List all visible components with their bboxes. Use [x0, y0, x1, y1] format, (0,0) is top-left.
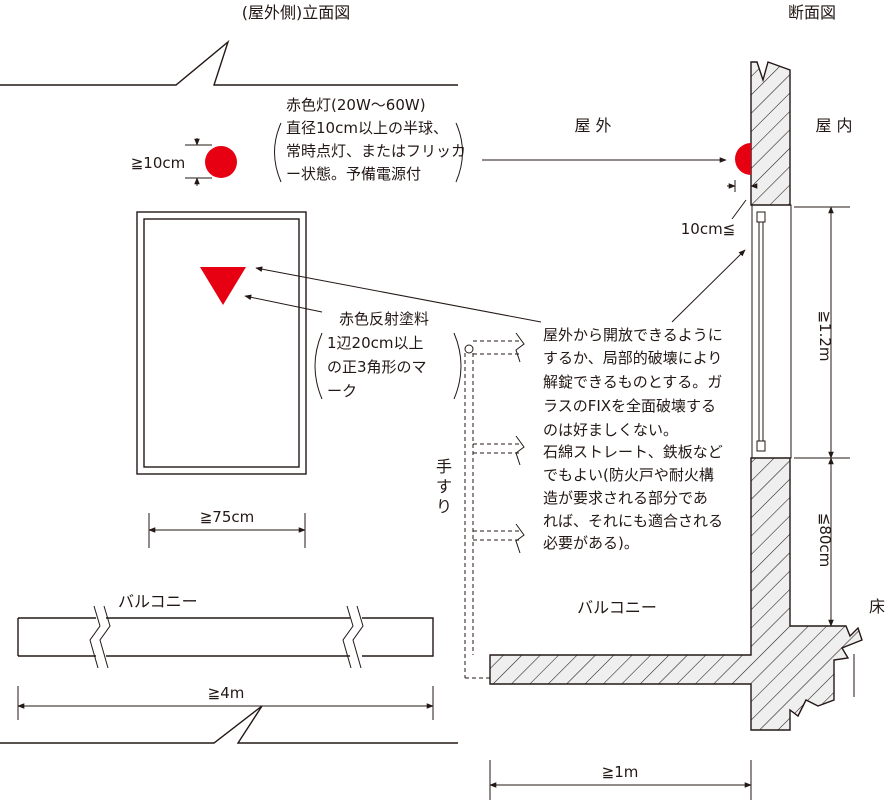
- floor-break-line: [0, 705, 458, 744]
- opening-note-line-2: するか、局部的破壊により: [543, 349, 722, 367]
- lamp-projection-label: 10cm≦: [681, 220, 736, 238]
- lamp-note-line-3: 常時点灯、またはフリッカ: [286, 142, 466, 160]
- marker-note-line-3: の正3角形のマ: [327, 358, 427, 376]
- marker-note-line-2: 1辺20cm以上: [327, 334, 424, 352]
- outside-label: 屋 外: [574, 116, 611, 135]
- eave-break-line: [0, 39, 458, 86]
- balcony-length-label: ≧4m: [208, 684, 245, 702]
- opening-note-line-7: でもよい(防火戸や耐火構: [543, 466, 714, 484]
- marker-note-bracket-right: [453, 332, 462, 400]
- inside-label: 屋 内: [815, 116, 852, 135]
- sill-height-label: ≦80cm: [816, 513, 834, 568]
- window-section: [751, 204, 792, 459]
- opening-width-dimension: [148, 513, 306, 548]
- opening-note-line-4: ラスのFIXを全面破壊する: [543, 397, 716, 415]
- marker-note-line-1: 赤色反射塗料: [339, 310, 429, 328]
- marker-note-line-4: ーク: [327, 382, 357, 400]
- lamp-size-dimension: [185, 138, 212, 186]
- opening-height-dimension: [794, 206, 850, 459]
- opening-note-line-10: 必要がある)。: [543, 534, 639, 552]
- lamp-note-bracket-right: [455, 122, 463, 183]
- opening-note-line-1: 屋外から開放できるように: [543, 326, 723, 344]
- red-triangle-marker: [200, 267, 246, 305]
- lamp-note-line-1: 赤色灯(20W〜60W): [286, 96, 426, 114]
- opening-note-line-8: 造が要求される部分であ: [543, 489, 708, 507]
- section-lamp: [735, 143, 751, 175]
- handrail: [464, 332, 525, 679]
- elevation-title: (屋外側)立面図: [242, 3, 351, 22]
- lamp-note-bracket-left: [274, 122, 282, 183]
- balcony-depth-label: ≧1m: [602, 763, 639, 781]
- opening-height-label: ≧1.2m: [816, 310, 834, 361]
- upper-wall-section: [750, 61, 791, 206]
- handrail-label-3: り: [436, 497, 452, 516]
- handrail-label-1: 手: [436, 457, 452, 476]
- marker-note-bracket-left: [314, 332, 323, 400]
- lamp-projection-dimension: [727, 180, 758, 192]
- opening-outer-frame: [136, 211, 307, 475]
- balcony-label-section: バルコニー: [577, 598, 657, 617]
- opening-width-label: ≧75cm: [200, 508, 255, 526]
- balcony-length-dimension: [17, 686, 434, 720]
- opening-note-line-6: 石綿ストレート、鉄板など: [543, 443, 723, 461]
- lower-wall-and-balcony-slab: [489, 457, 863, 731]
- balcony-depth-dimension: [489, 760, 752, 800]
- red-lamp: [205, 146, 237, 178]
- handrail-label-2: す: [436, 477, 452, 496]
- note-leader-to-marker: [255, 266, 542, 323]
- lamp-note-line-2: 直径10cm以上の半球、: [286, 119, 448, 137]
- section-title: 断面図: [788, 3, 836, 22]
- floor-label: 床: [869, 597, 885, 616]
- balcony-label-elevation: バルコニー: [118, 592, 198, 611]
- opening-note-line-3: 解錠できるものとする。ガ: [543, 373, 722, 391]
- opening-note-line-5: のは好ましくない。: [543, 421, 678, 439]
- opening-inner-frame: [143, 218, 300, 468]
- balcony-strip: [17, 605, 434, 669]
- lamp-size-label: ≧10cm: [131, 154, 186, 172]
- lamp-note-line-4: ー状態。予備電源付: [286, 165, 421, 183]
- opening-note: 屋外から開放できるように するか、局部的破壊により 解錠できるものとする。ガ ラ…: [543, 326, 723, 552]
- opening-note-line-9: れば、それにも適合される: [543, 512, 723, 530]
- marker-leader-arrow: [244, 294, 323, 313]
- note-leader-to-window: [671, 249, 746, 323]
- lamp-projection-leader: [731, 199, 747, 220]
